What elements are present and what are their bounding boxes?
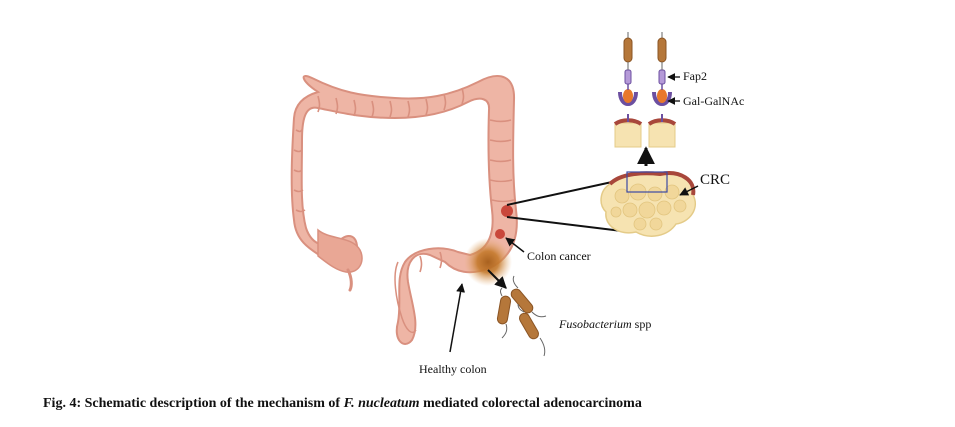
magnified-view — [613, 32, 677, 148]
fusobacterium-label: Fusobacterium spp — [559, 318, 651, 330]
zoom-line-lower — [506, 216, 631, 233]
colon-lesion-upper — [501, 205, 513, 217]
colon-haustra — [293, 87, 515, 273]
fusobacterium-cell-3 — [517, 303, 546, 357]
caption-species: F. nucleatum — [343, 396, 420, 411]
magnified-cell-left — [614, 122, 642, 148]
caption-prefix: Fig. 4: Schematic description of the mec… — [43, 396, 344, 411]
crc-tissue — [600, 171, 697, 237]
gal-galnac-receptor-right — [652, 91, 672, 106]
colon-cecum — [317, 228, 363, 273]
appendix — [346, 268, 353, 292]
colon-body — [290, 74, 518, 345]
figure-caption: Fig. 4: Schematic description of the mec… — [43, 397, 642, 411]
crc-tissue-edge — [608, 171, 696, 196]
gal-galnac-ligand-right — [657, 89, 667, 103]
bacterium-magnified-left — [623, 32, 633, 70]
fap2-label: Fap2 — [683, 69, 707, 83]
colon-cancer-arrow — [505, 237, 525, 253]
fap2-adhesin-right — [658, 69, 666, 85]
healthy-colon-arrow — [449, 283, 466, 353]
gal-galnac-receptor-left — [618, 91, 638, 106]
gal-galnac-label: Gal-GalNAc — [683, 94, 745, 108]
magnified-cell-right — [648, 122, 676, 148]
caption-suffix: mediated colorectal adenocarcinoma — [419, 396, 642, 411]
fap2-adhesin-left — [624, 69, 632, 85]
crc-label: CRC — [700, 172, 731, 188]
healthy-colon-label: Healthy colon — [419, 362, 487, 376]
fusobacterium-genus: Fusobacterium — [559, 317, 632, 331]
fusobacterium-cell-2 — [496, 287, 512, 339]
crc-magnify-box — [626, 171, 668, 193]
fusobacterium-suffix: spp — [631, 317, 652, 331]
gal-galnac-ligand-left — [623, 89, 633, 103]
infection-to-bacteria-arrow — [487, 269, 507, 289]
colon-cancer-label: Colon cancer — [527, 249, 591, 263]
crc-arrow — [679, 185, 699, 196]
fusobacterium-cell-1 — [510, 275, 547, 318]
infection-site — [464, 238, 512, 286]
colon-lesion-lower — [495, 229, 505, 239]
colon-illustration — [290, 74, 518, 345]
rectum — [394, 261, 417, 334]
zoom-line-upper — [506, 181, 613, 206]
bacterium-magnified-right — [657, 32, 667, 70]
